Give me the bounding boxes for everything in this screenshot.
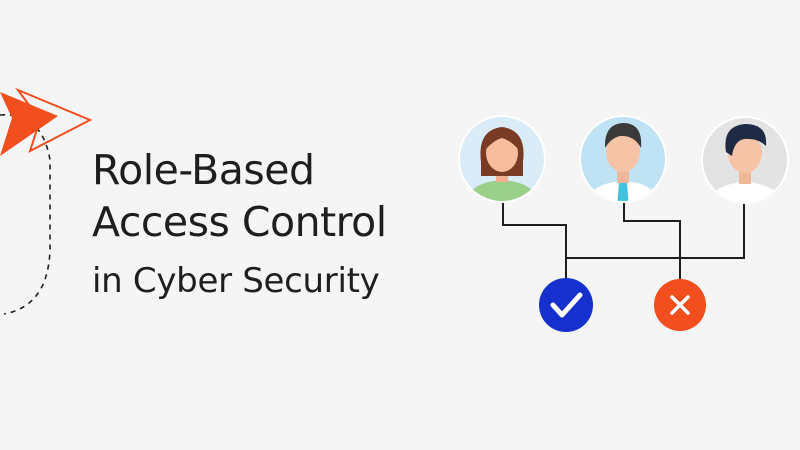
access-denied-badge bbox=[654, 279, 706, 331]
user-businessman-avatar bbox=[579, 115, 667, 203]
user-woman-avatar bbox=[458, 115, 546, 203]
subtitle-line: in Cyber Security bbox=[92, 261, 380, 301]
title-line-1: Role-Based bbox=[92, 146, 315, 194]
access-granted-badge bbox=[539, 278, 593, 332]
title-line-2: Access Control bbox=[92, 198, 387, 246]
check-icon bbox=[550, 292, 583, 318]
x-icon bbox=[670, 295, 690, 315]
user-man-casual-avatar bbox=[701, 116, 789, 204]
arrow-logo-icon bbox=[0, 87, 93, 156]
connector-lines bbox=[502, 200, 745, 282]
